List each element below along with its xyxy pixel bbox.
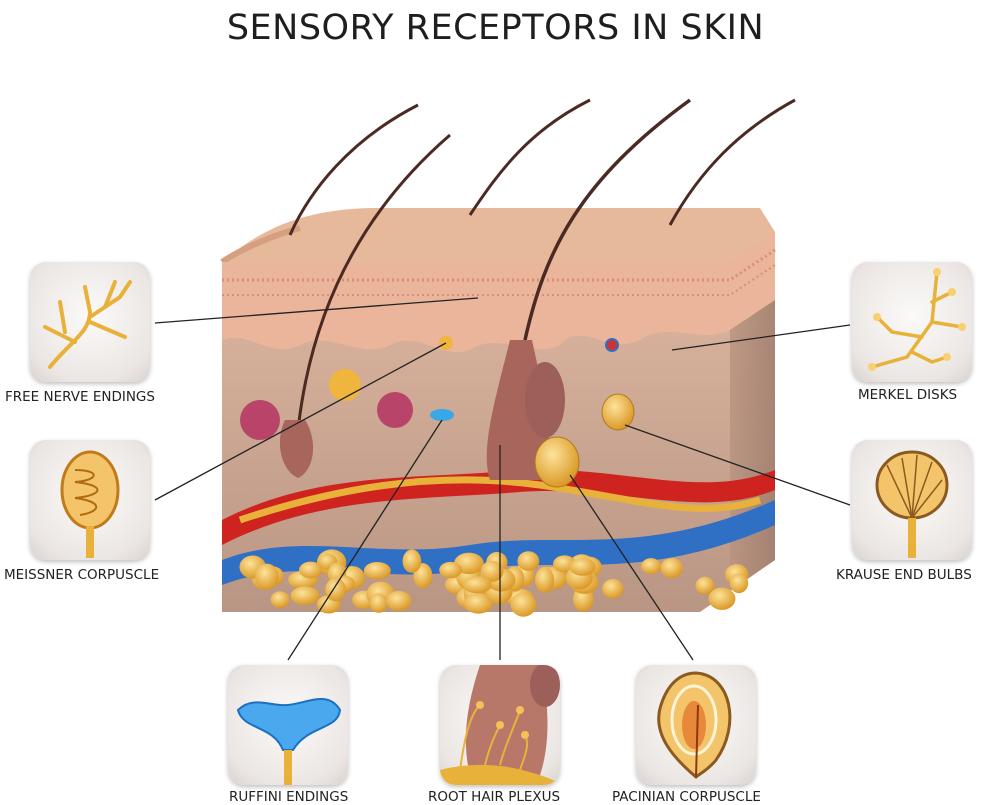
root-hair-plexus-tile [440, 665, 560, 785]
leader-lines [154, 297, 851, 661]
fat-cells [239, 549, 749, 617]
fat-cell [695, 576, 715, 595]
fat-cell [299, 561, 323, 579]
pacinian-corpuscle-label: PACINIAN CORPUSCLE [612, 789, 761, 805]
free-nerve-endings-label: FREE NERVE ENDINGS [5, 389, 155, 405]
nerve-bundle [238, 476, 762, 524]
fat-cell [602, 578, 624, 599]
pacinian-corpuscle-tile [636, 665, 756, 785]
fat-cell [510, 592, 537, 617]
fat-cell [290, 586, 320, 606]
fat-cell [462, 576, 492, 594]
fat-cell [641, 558, 662, 575]
root-hair-plexus-icon [440, 665, 560, 785]
hair-shaft [523, 98, 692, 341]
merkel-disks-icon [868, 268, 966, 371]
fat-cell [569, 558, 596, 576]
merkel-disks-label: MERKEL DISKS [858, 387, 958, 403]
krause-end-bulbs-tile [852, 440, 972, 560]
hair-follicle [279, 420, 314, 478]
free-nerve-endings-tile [30, 262, 150, 382]
krause-end-bulbs-label: KRAUSE END BULBS [836, 567, 972, 583]
krause-end-bulbs-icon [875, 450, 949, 558]
fat-cell [325, 577, 347, 602]
hair-shaft [668, 98, 796, 226]
fat-cell [270, 591, 290, 608]
meissner-corpuscle-icon [60, 450, 120, 558]
fat-cell [369, 593, 388, 613]
ruffini-endings-tile [228, 665, 348, 785]
fat-cell [729, 573, 749, 594]
epidermis-layer [222, 232, 775, 353]
meissner-corpuscle-label: MEISSNER CORPUSCLE [4, 567, 160, 583]
skin-surface [222, 208, 775, 262]
pacinian-corpuscle-icon [657, 671, 732, 780]
fat-cell [535, 566, 555, 593]
fat-cell [480, 560, 504, 582]
fat-cell [660, 557, 683, 579]
ruffini-endings-icon [236, 698, 342, 785]
fat-cell [402, 549, 422, 573]
fat-cell [439, 561, 462, 579]
free-nerve-endings-icon [43, 280, 132, 369]
meissner-corpuscle-tile [30, 440, 150, 560]
ruffini-endings-label: RUFFINI ENDINGS [229, 789, 349, 805]
merkel-disks-tile [852, 262, 972, 382]
fat-cell [386, 590, 412, 611]
hair-shaft [468, 98, 591, 216]
root-hair-plexus-label: ROOT HAIR PLEXUS [428, 789, 561, 805]
fat-cell [363, 561, 391, 580]
fat-cell [255, 563, 279, 590]
fat-cell [517, 551, 540, 571]
fat-cell [708, 587, 736, 610]
vein [222, 500, 775, 585]
diagram-title: SENSORY RECEPTORS IN SKIN [226, 8, 765, 48]
fat-cell [464, 593, 493, 614]
hair-shaft [288, 103, 419, 236]
